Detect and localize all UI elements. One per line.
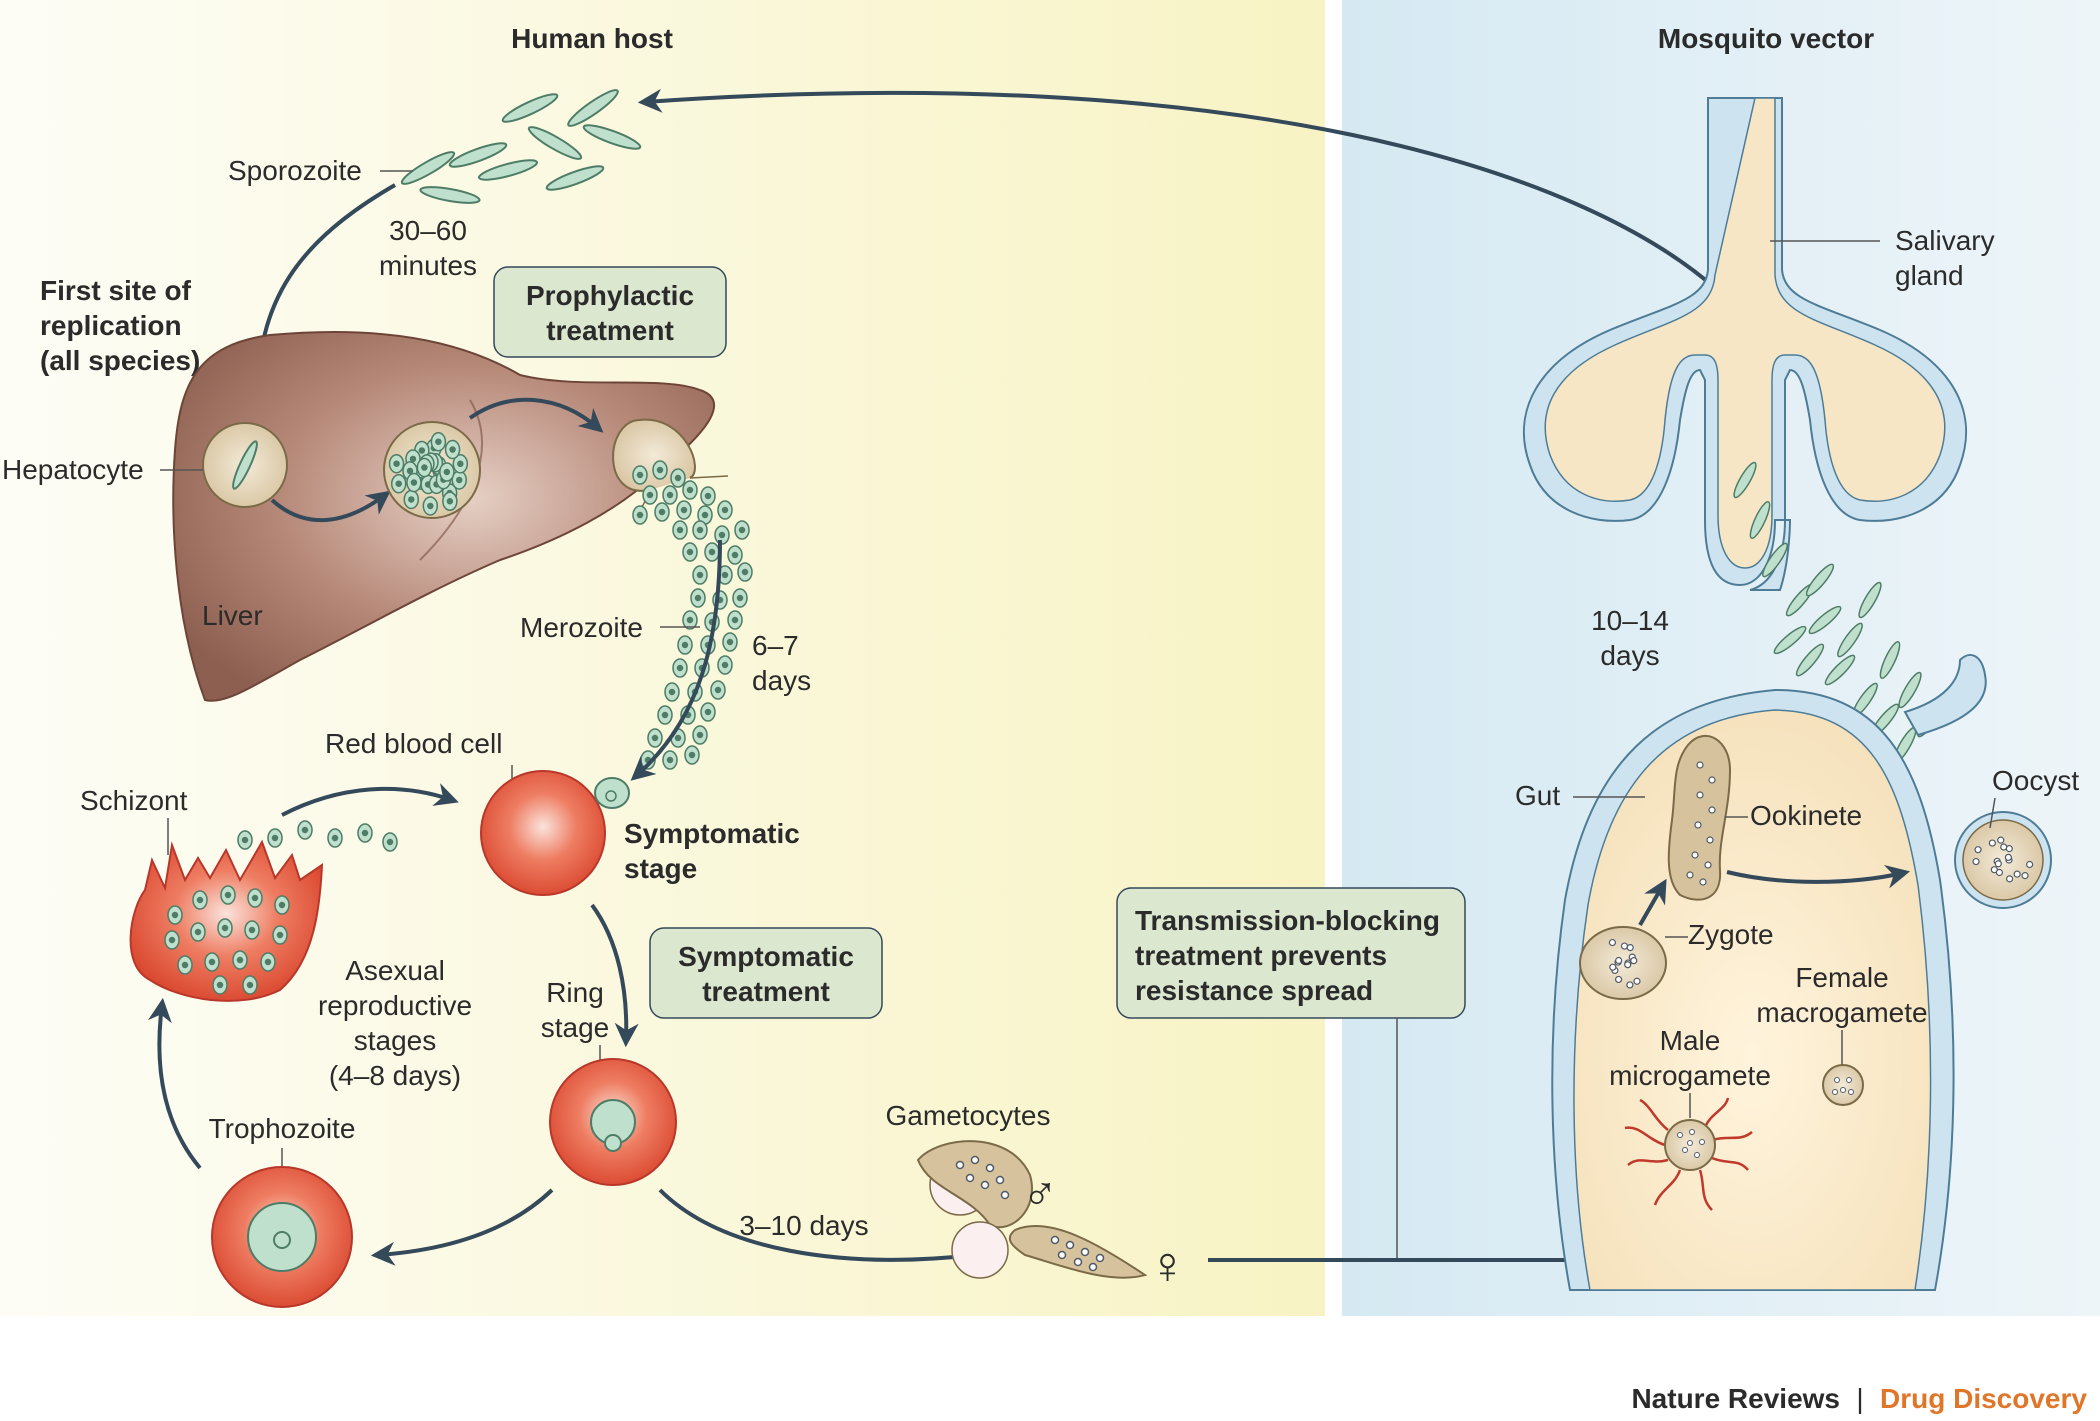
symptomatic-stage-line1: Symptomatic xyxy=(624,818,800,849)
female-symbol: ♀ xyxy=(1148,1237,1187,1295)
zygote-to-ookinete-arrow xyxy=(1638,878,1667,926)
time-30-60-label: 30–60 xyxy=(389,215,467,246)
mosquito-vector-heading: Mosquito vector xyxy=(1658,23,1874,54)
liver-label: Liver xyxy=(202,600,263,631)
time-days-label: days xyxy=(752,665,811,696)
asexual-line4: (4–8 days) xyxy=(329,1060,461,1091)
transmission-line1: Transmission-blocking xyxy=(1135,905,1440,936)
prophylactic-line1: Prophylactic xyxy=(526,280,694,311)
time-minutes-label: minutes xyxy=(379,250,477,281)
female-line1: Female xyxy=(1795,962,1888,993)
male-symbol: ♂ xyxy=(1022,1168,1058,1221)
red-blood-cell-icon xyxy=(480,770,606,896)
gametocytes-icon xyxy=(916,1140,1148,1279)
time-days-mosquito-label: days xyxy=(1600,640,1659,671)
sporozoite-cluster-icon xyxy=(400,89,642,204)
ring-to-gametocytes-arrow xyxy=(658,1188,983,1269)
footer-journal: Nature Reviews xyxy=(1631,1383,1840,1414)
symptomatic-stage-line2: stage xyxy=(624,853,697,884)
red-blood-cell-label: Red blood cell xyxy=(325,728,502,759)
symptomatic-treatment-line2: treatment xyxy=(702,976,830,1007)
salivary-gland-icon xyxy=(1522,97,1968,591)
ookinete-to-oocyst-arrow xyxy=(1726,865,1911,889)
first-site-line2: replication xyxy=(40,310,182,341)
asexual-line1: Asexual xyxy=(345,955,445,986)
trophozoite-label: Trophozoite xyxy=(209,1113,356,1144)
ring-to-trophozoite-arrow xyxy=(370,1188,554,1266)
sporozoite-label: Sporozoite xyxy=(228,155,362,186)
schizont-to-rbc-arrow xyxy=(281,783,459,817)
ring-stage-line1: Ring xyxy=(546,977,604,1008)
time-10-14-label: 10–14 xyxy=(1591,605,1669,636)
asexual-line2: reproductive xyxy=(318,990,472,1021)
salivary-line2: gland xyxy=(1895,260,1964,291)
human-host-heading: Human host xyxy=(511,23,673,54)
oocyst-label: Oocyst xyxy=(1992,765,2079,796)
female-line2: macrogamete xyxy=(1756,997,1927,1028)
transmission-line3: resistance spread xyxy=(1135,975,1373,1006)
male-microgamete-icon xyxy=(1624,1097,1753,1211)
gut-label: Gut xyxy=(1515,780,1560,811)
prophylactic-treatment-box xyxy=(493,266,727,358)
rbc-to-ring-arrow xyxy=(590,903,639,1048)
footer-separator: | xyxy=(1856,1383,1863,1414)
salivary-line1: Salivary xyxy=(1895,225,1995,256)
schizont-label: Schizont xyxy=(80,785,188,816)
time-3-10-label: 3–10 days xyxy=(739,1210,868,1241)
symptomatic-treatment-box xyxy=(649,927,883,1019)
symptomatic-treatment-line1: Symptomatic xyxy=(678,941,854,972)
hepatocyte-growth-arrow xyxy=(270,490,391,522)
first-site-line1: First site of xyxy=(40,275,192,306)
oocyst-icon xyxy=(1962,819,2044,901)
female-macrogamete-icon xyxy=(1822,1064,1864,1106)
hepatocyte-label: Hepatocyte xyxy=(2,454,144,485)
zygote-label: Zygote xyxy=(1688,919,1774,950)
transmission-line2: treatment prevents xyxy=(1135,940,1387,971)
ookinete-icon xyxy=(1667,734,1732,901)
liver-release-arrow xyxy=(468,397,604,433)
ring-stage-line2: stage xyxy=(541,1012,610,1043)
merozoite-label: Merozoite xyxy=(520,612,643,643)
male-line2: microgamete xyxy=(1609,1060,1771,1091)
trophozoite-to-schizont-arrow xyxy=(147,997,202,1170)
merozoite-to-rbc-arrow xyxy=(630,539,722,781)
male-line1: Male xyxy=(1660,1025,1721,1056)
prophylactic-line2: treatment xyxy=(546,315,674,346)
merozoite-stream-icon xyxy=(632,460,753,770)
zygote-icon xyxy=(1579,926,1667,1000)
ookinete-label: Ookinete xyxy=(1750,800,1862,831)
transmission-arrow xyxy=(637,88,1717,290)
transmission-blocking-box xyxy=(1116,887,1466,1019)
footer-section: Drug Discovery xyxy=(1880,1383,2087,1414)
released-merozoites-icon xyxy=(237,820,398,852)
asexual-line3: stages xyxy=(354,1025,437,1056)
gametocytes-label: Gametocytes xyxy=(886,1100,1051,1131)
first-site-line3: (all species) xyxy=(40,345,200,376)
time-6-7-label: 6–7 xyxy=(752,630,799,661)
